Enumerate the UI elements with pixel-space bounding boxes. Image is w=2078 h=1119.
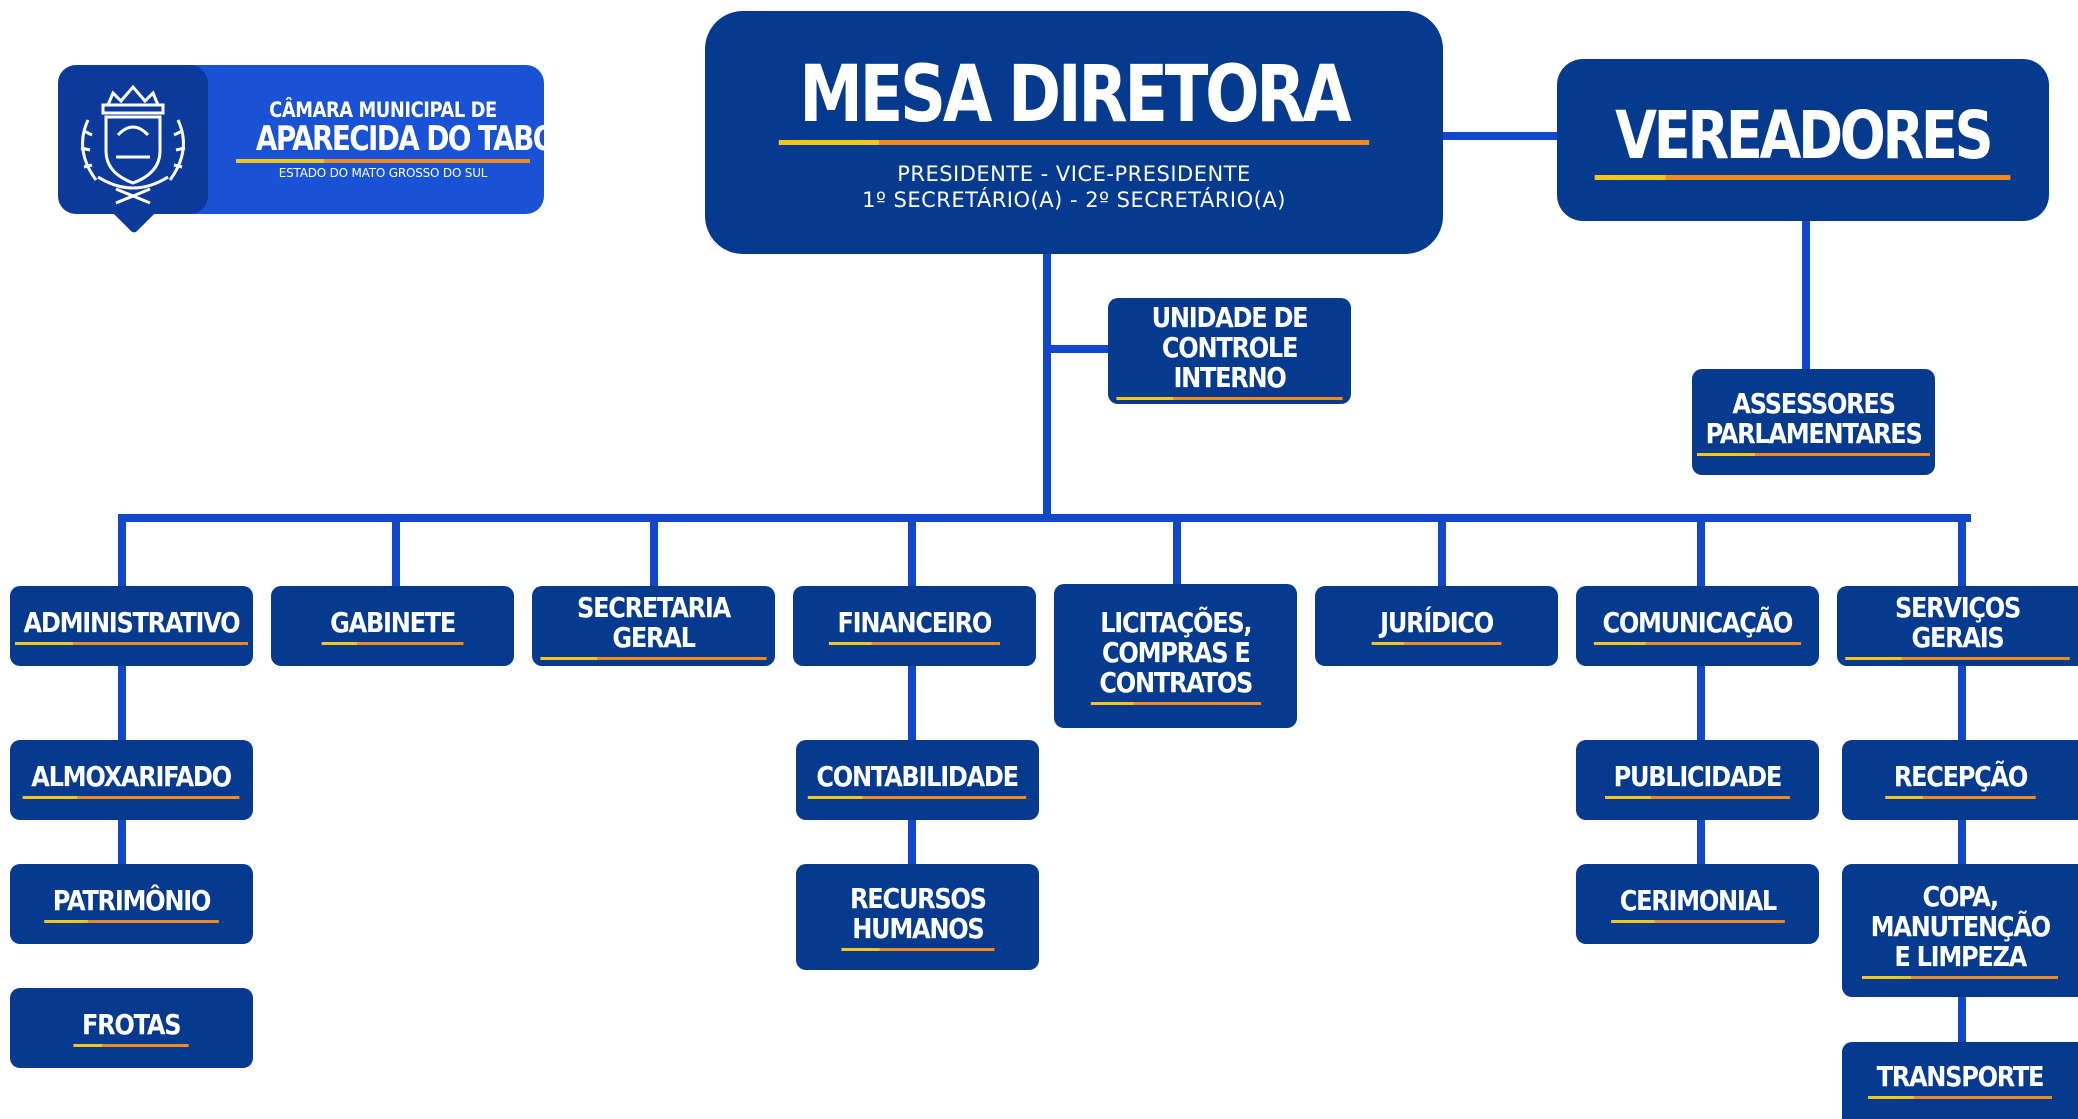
connector-drop-licitacoes <box>1173 514 1181 586</box>
unit-recepcao: RECEPÇÃO <box>1842 740 2078 820</box>
dept-juridico-label: JURÍDICO <box>1371 607 1502 645</box>
dept-financeiro-label: FINANCEIRO <box>829 607 1000 645</box>
vereadores-box: VEREADORES <box>1557 59 2049 221</box>
controle-interno-box: UNIDADE DE CONTROLE INTERNO <box>1108 298 1351 404</box>
unit-cerimonial-label: CERIMONIAL <box>1610 885 1784 923</box>
unit-frotas: FROTAS <box>10 988 253 1068</box>
unit-recursos-humanos: RECURSOS HUMANOS <box>796 864 1039 970</box>
chamber-logo: CÂMARA MUNICIPAL DE APARECIDA DO TABOADO… <box>58 65 619 241</box>
unit-publicidade-label: PUBLICIDADE <box>1605 761 1790 799</box>
connector-drop-juridico <box>1438 514 1446 586</box>
dept-gabinete: GABINETE <box>271 586 514 666</box>
logo-text: CÂMARA MUNICIPAL DE APARECIDA DO TABOADO… <box>228 98 619 183</box>
unit-recursos-humanos-label: RECURSOS HUMANOS <box>841 883 994 951</box>
unit-publicidade: PUBLICIDADE <box>1576 740 1819 820</box>
dept-gabinete-label: GABINETE <box>321 607 464 645</box>
connector-vereadores-assessores <box>1802 218 1810 370</box>
unit-contabilidade: CONTABILIDADE <box>796 740 1039 820</box>
unit-contabilidade-label: CONTABILIDADE <box>808 761 1027 799</box>
connector-drop-financeiro <box>908 514 916 586</box>
connector-mesa-vereadores <box>1440 132 1560 140</box>
connector-mesa-trunk <box>1043 250 1051 518</box>
unit-copa-label: COPA, MANUTENÇÃO E LIMPEZA <box>1861 882 2059 979</box>
connector-drop-servicos <box>1958 514 1966 586</box>
unit-cerimonial: CERIMONIAL <box>1576 864 1819 944</box>
mesa-diretora-title: MESA DIRETORA <box>778 53 1369 145</box>
logo-line-3: ESTADO DO MATO GROSSO DO SUL <box>278 166 488 180</box>
unit-copa-manutencao-limpeza: COPA, MANUTENÇÃO E LIMPEZA <box>1842 864 2078 997</box>
connector-drop-comunicacao <box>1697 514 1705 586</box>
assessores-label: ASSESSORES PARLAMENTARES <box>1696 388 1931 456</box>
unit-transporte: TRANSPORTE <box>1842 1042 2078 1119</box>
dept-servicos-gerais-label: SERVIÇOS GERAIS <box>1845 592 2070 660</box>
dept-licitacoes-label: LICITAÇÕES, COMPRAS E CONTRATOS <box>1090 607 1260 705</box>
dept-juridico: JURÍDICO <box>1315 586 1558 666</box>
connector-drop-secretaria <box>650 514 658 586</box>
dept-servicos-gerais: SERVIÇOS GERAIS <box>1837 586 2078 666</box>
dept-financeiro: FINANCEIRO <box>793 586 1036 666</box>
mesa-diretora-box: MESA DIRETORA PRESIDENTE - VICE-PRESIDEN… <box>705 11 1443 254</box>
mesa-diretora-roles-line-2: 1º SECRETÁRIO(A) - 2º SECRETÁRIO(A) <box>862 187 1286 212</box>
dept-administrativo: ADMINISTRATIVO <box>10 586 253 666</box>
unit-patrimonio-label: PATRIMÔNIO <box>44 885 219 923</box>
unit-patrimonio: PATRIMÔNIO <box>10 864 253 944</box>
dept-comunicacao: COMUNICAÇÃO <box>1576 586 1819 666</box>
coat-of-arms-icon <box>58 65 208 214</box>
connector-controle-interno <box>1043 345 1110 353</box>
dept-administrativo-label: ADMINISTRATIVO <box>15 607 248 645</box>
mesa-diretora-roles-line-1: PRESIDENTE - VICE-PRESIDENTE <box>897 161 1251 186</box>
unit-almoxarifado-label: ALMOXARIFADO <box>23 761 240 799</box>
connector-servicos-sub <box>1958 662 1966 1042</box>
unit-almoxarifado: ALMOXARIFADO <box>10 740 253 820</box>
dept-secretaria-geral-label: SECRETARIA GERAL <box>540 592 767 660</box>
dept-licitacoes: LICITAÇÕES, COMPRAS E CONTRATOS <box>1054 584 1297 728</box>
assessores-box: ASSESSORES PARLAMENTARES <box>1692 369 1935 475</box>
mesa-diretora-roles: PRESIDENTE - VICE-PRESIDENTE 1º SECRETÁR… <box>862 161 1286 213</box>
dept-secretaria-geral: SECRETARIA GERAL <box>532 586 775 666</box>
logo-line-1: CÂMARA MUNICIPAL DE <box>269 98 497 122</box>
vereadores-title: VEREADORES <box>1594 100 2012 180</box>
logo-line-2: APARECIDA DO TABOADO <box>255 119 619 159</box>
connector-horizontal-bus <box>118 514 1971 522</box>
unit-transporte-label: TRANSPORTE <box>1868 1062 2052 1099</box>
unit-frotas-label: FROTAS <box>73 1009 190 1047</box>
connector-drop-administrativo <box>118 514 126 586</box>
connector-drop-gabinete <box>392 514 400 586</box>
dept-comunicacao-label: COMUNICAÇÃO <box>1594 607 1801 645</box>
controle-interno-label: UNIDADE DE CONTROLE INTERNO <box>1116 302 1343 400</box>
logo-accent-bar <box>236 159 530 163</box>
unit-recepcao-label: RECEPÇÃO <box>1884 761 2036 799</box>
